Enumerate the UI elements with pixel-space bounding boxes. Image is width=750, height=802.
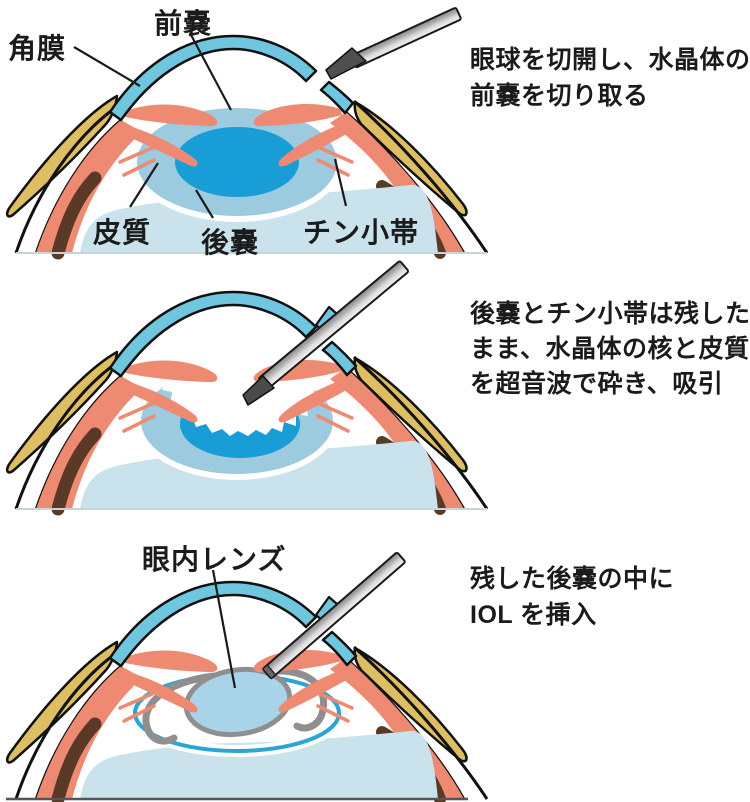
- iol-inserter: [261, 551, 406, 680]
- step2-description-line1: 後嚢とチン小帯は残した: [470, 300, 750, 328]
- step1-description-line2: 前嚢を切り取る: [470, 82, 649, 110]
- step3-description-line2: IOL を挿入: [470, 601, 597, 629]
- label-intraocular-lens: 眼内レンズ: [142, 544, 287, 575]
- eye-diagram-step1: [7, 7, 487, 253]
- surgical-knife: [325, 7, 462, 80]
- phaco-probe: [242, 260, 409, 406]
- step1-description-line1: 眼球を切開し、水晶体の: [470, 46, 750, 74]
- leader-anterior-capsule: [189, 32, 232, 111]
- label-cornea: 角膜: [8, 33, 67, 64]
- label-anterior-capsule: 前嚢: [154, 8, 213, 39]
- knife-blade: [325, 47, 367, 80]
- leader-zonules: [333, 158, 348, 207]
- eye-diagram-step2: [7, 260, 487, 509]
- leader-cornea: [73, 46, 141, 87]
- step3-description: 残した後嚢の中に IOL を挿入: [470, 561, 674, 633]
- label-leader-lines: [73, 32, 348, 689]
- eye-diagram-step3: [6, 551, 487, 799]
- label-zonules: チン小帯: [303, 217, 420, 248]
- label-cortex: 皮質: [93, 217, 152, 248]
- iol-haptic-left: [142, 672, 218, 745]
- step1-description: 眼球を切開し、水晶体の 前嚢を切り取る: [470, 42, 750, 114]
- probe-tip: [242, 375, 275, 406]
- step2-description-line3: を超音波で砕き、吸引: [470, 370, 724, 398]
- leader-cortex: [129, 162, 159, 208]
- step2-description-line2: まま、水晶体の核と皮質: [470, 335, 750, 363]
- step2-description: 後嚢とチン小帯は残した まま、水晶体の核と皮質 を超音波で砕き、吸引: [470, 297, 750, 402]
- leader-posterior-capsule: [195, 189, 214, 219]
- label-posterior-capsule: 後嚢: [201, 227, 260, 258]
- step3-description-line1: 残した後嚢の中に: [470, 565, 675, 593]
- leader-iol: [211, 569, 237, 689]
